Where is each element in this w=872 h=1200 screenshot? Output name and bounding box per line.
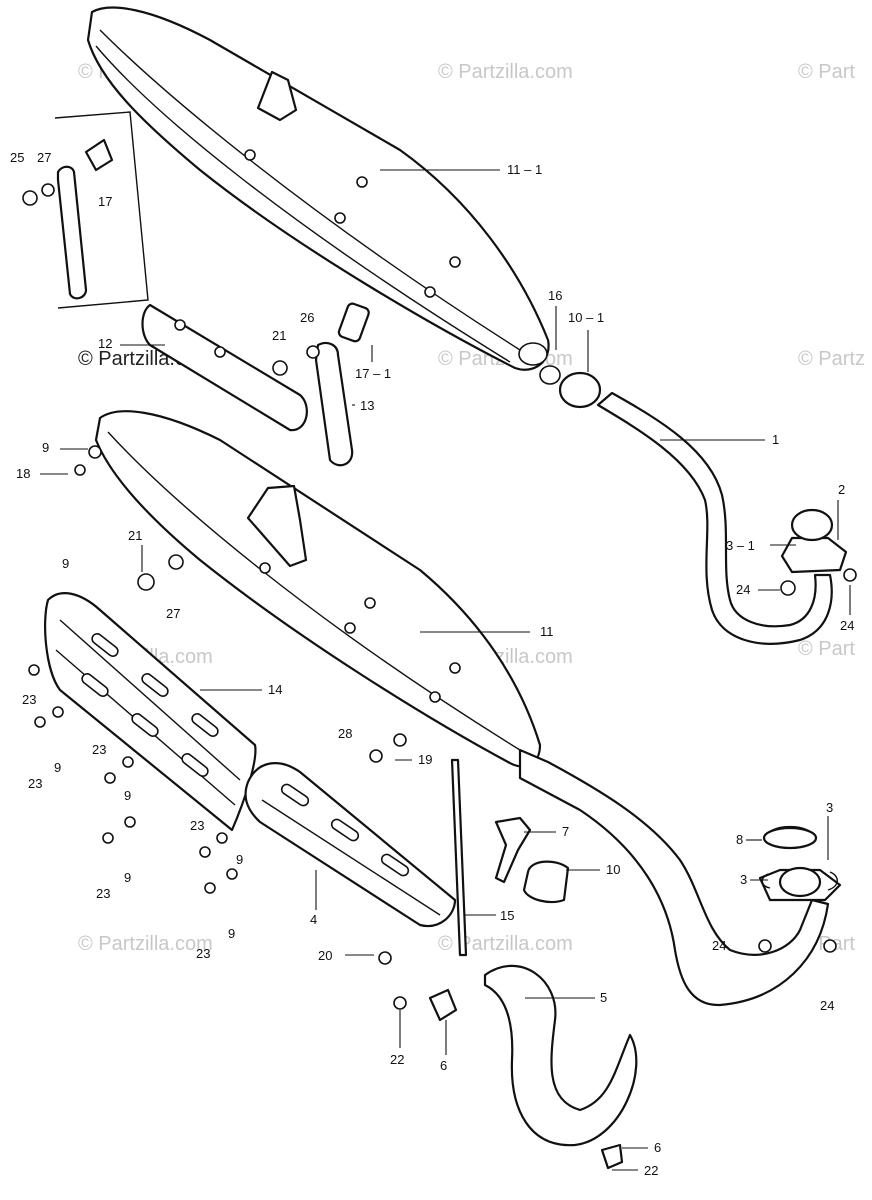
- label-9: 9: [124, 870, 131, 885]
- label-13: 13: [360, 398, 374, 413]
- label-3-1: 3 – 1: [726, 538, 755, 553]
- label-23: 23: [196, 946, 210, 961]
- label-20: 20: [318, 948, 332, 963]
- label-9: 9: [236, 852, 243, 867]
- label-5: 5: [600, 990, 607, 1005]
- part-labels: 11 – 1 16 10 – 1 1 2 3 – 1 24 24 11 14 2…: [10, 150, 854, 1178]
- heat-shield-left: [44, 592, 257, 832]
- label-23: 23: [96, 886, 110, 901]
- label-23: 23: [190, 818, 204, 833]
- lower-muffler: [94, 410, 830, 1007]
- watermark: © Partzilla.com: [438, 61, 573, 83]
- label-21: 21: [128, 528, 142, 543]
- watermark: © Partz: [798, 348, 865, 370]
- label-24: 24: [820, 998, 834, 1013]
- label-12: 12: [98, 336, 112, 351]
- label-2: 2: [838, 482, 845, 497]
- label-27: 27: [166, 606, 180, 621]
- upper-muffler: [86, 6, 550, 371]
- exhaust-pipe-upper: [539, 365, 833, 645]
- small-parts: [428, 816, 818, 1170]
- watermark: © Partzilla.com: [438, 933, 573, 955]
- label-10-1: 10 – 1: [568, 310, 604, 325]
- label-24: 24: [840, 618, 854, 633]
- label-9: 9: [54, 760, 61, 775]
- label-22: 22: [644, 1163, 658, 1178]
- label-9: 9: [228, 926, 235, 941]
- label-22: 22: [390, 1052, 404, 1067]
- label-27: 27: [37, 150, 51, 165]
- label-3: 3: [740, 872, 747, 887]
- label-1: 1: [772, 432, 779, 447]
- label-6: 6: [440, 1058, 447, 1073]
- label-9: 9: [124, 788, 131, 803]
- label-24: 24: [736, 582, 750, 597]
- label-11-1: 11 – 1: [507, 162, 542, 177]
- label-4: 4: [310, 912, 317, 927]
- label-23: 23: [92, 742, 106, 757]
- bracket-12: [141, 303, 308, 432]
- stay-13: [314, 302, 370, 467]
- label-3: 3: [826, 800, 833, 815]
- watermark: © Partzilla.com: [78, 933, 213, 955]
- label-10: 10: [606, 862, 620, 877]
- label-21: 21: [272, 328, 286, 343]
- label-19: 19: [418, 752, 432, 767]
- watermark: © Part: [798, 638, 855, 660]
- label-16: 16: [548, 288, 562, 303]
- fasteners: [22, 183, 407, 1010]
- label-15: 15: [500, 908, 514, 923]
- watermark: © Part: [798, 61, 855, 83]
- label-18: 18: [16, 466, 30, 481]
- label-26: 26: [300, 310, 314, 325]
- label-9: 9: [42, 440, 49, 455]
- pipe-guard: [483, 964, 638, 1147]
- rod-15: [450, 758, 468, 957]
- label-25: 25: [10, 150, 24, 165]
- flange-upper: [780, 508, 857, 596]
- label-7: 7: [562, 824, 569, 839]
- label-24: 24: [712, 938, 726, 953]
- label-8: 8: [736, 832, 743, 847]
- heat-shield-right: [244, 762, 457, 928]
- label-17-1: 17 – 1: [355, 366, 391, 381]
- inset-box: [54, 111, 149, 309]
- label-28: 28: [338, 726, 352, 741]
- label-23: 23: [28, 776, 42, 791]
- label-17: 17: [98, 194, 112, 209]
- label-14: 14: [268, 682, 282, 697]
- label-9: 9: [62, 556, 69, 571]
- label-6: 6: [654, 1140, 661, 1155]
- label-23: 23: [22, 692, 36, 707]
- label-11: 11: [540, 624, 554, 639]
- leader-lines: [40, 169, 851, 1171]
